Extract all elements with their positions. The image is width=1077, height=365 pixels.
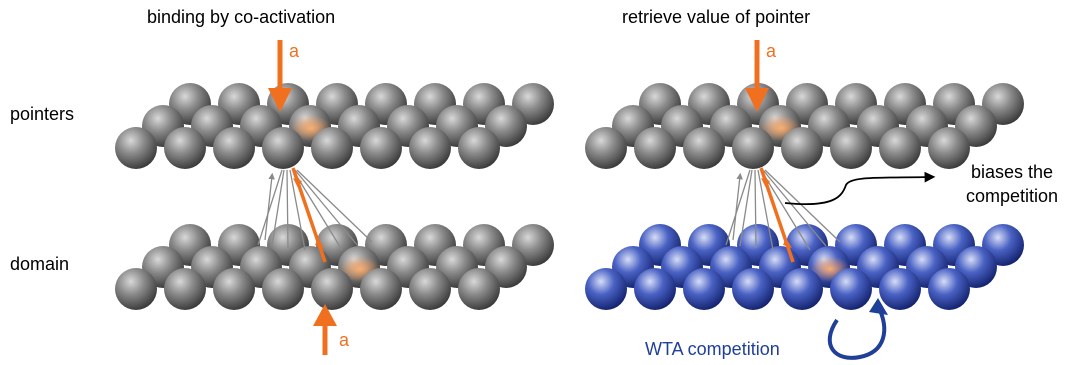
neuron-sphere <box>115 268 157 310</box>
connection-line <box>725 169 751 246</box>
left-input-label-top: a <box>289 41 300 61</box>
neuron-sphere <box>732 268 774 310</box>
retrieval-arrow-down <box>783 238 792 248</box>
left-input-arrow-bottom <box>313 304 337 355</box>
left-panel-title: binding by co-activation <box>147 7 336 27</box>
right-panel-title: retrieve value of pointer <box>622 7 811 27</box>
connection-line <box>286 169 289 249</box>
neuron-sphere <box>634 127 676 169</box>
connection-line <box>754 169 757 249</box>
right-pointers-layer <box>585 83 1024 169</box>
neuron-sphere <box>213 127 255 169</box>
neuron-sphere <box>262 127 304 169</box>
neuron-sphere <box>311 127 353 169</box>
row-label-domain: domain <box>10 254 70 274</box>
feedback-arrow <box>732 172 743 241</box>
neuron-sphere <box>634 268 676 310</box>
wta-label: WTA competition <box>645 339 780 359</box>
left-input-arrow-top <box>268 40 292 112</box>
left-connections <box>257 167 373 263</box>
connection-line <box>762 169 827 247</box>
neuron-sphere <box>830 268 872 310</box>
neuron-sphere <box>683 268 725 310</box>
neuron-sphere <box>585 127 627 169</box>
bias-label-line2: competition <box>965 186 1059 206</box>
right-domain-layer <box>585 224 1024 310</box>
connection-line <box>292 169 343 251</box>
connection-line <box>739 169 753 247</box>
neuron-sphere <box>732 127 774 169</box>
neuron-sphere <box>115 127 157 169</box>
neuron-sphere <box>585 268 627 310</box>
left-pointers-layer <box>115 83 554 169</box>
neuron-sphere <box>458 268 500 310</box>
neuron-sphere <box>830 127 872 169</box>
right-input-label-top: a <box>766 41 777 61</box>
connection-line <box>764 169 841 243</box>
neuron-sphere <box>360 127 402 169</box>
neuron-sphere <box>311 268 353 310</box>
neuron-sphere <box>262 268 304 310</box>
neuron-sphere <box>360 268 402 310</box>
bias-arrow <box>784 171 936 205</box>
connection-line <box>296 169 373 243</box>
connection-line <box>757 169 774 251</box>
neuron-sphere <box>781 268 823 310</box>
left-domain-layer <box>115 224 554 310</box>
neuron-sphere <box>409 268 451 310</box>
neuron-sphere <box>213 268 255 310</box>
connection-line <box>289 169 306 251</box>
connection-line <box>760 169 811 251</box>
right-input-arrow-top <box>745 40 769 112</box>
connection-line <box>271 169 285 247</box>
neuron-sphere <box>879 268 921 310</box>
neuron-sphere <box>409 127 451 169</box>
connection-line <box>257 169 283 246</box>
wta-cycle-arrow <box>827 305 887 360</box>
neuron-sphere <box>879 127 921 169</box>
neuron-sphere <box>683 127 725 169</box>
right-connections <box>725 167 841 263</box>
neuron-sphere <box>781 127 823 169</box>
neuron-sphere <box>164 127 206 169</box>
retrieval-arrow-up <box>761 178 770 188</box>
connection-line <box>294 169 359 247</box>
left-input-label-bottom: a <box>339 330 350 350</box>
wta-arrowhead <box>869 298 888 315</box>
neuron-sphere <box>928 268 970 310</box>
binding-arrow-up <box>293 178 302 188</box>
neuron-sphere <box>928 127 970 169</box>
binding-arrow-down <box>315 238 324 248</box>
neuron-sphere <box>164 268 206 310</box>
row-label-pointers: pointers <box>10 104 75 124</box>
neuron-sphere <box>458 127 500 169</box>
bias-label-line1: biases the <box>970 162 1054 182</box>
feedback-arrow <box>264 172 275 241</box>
